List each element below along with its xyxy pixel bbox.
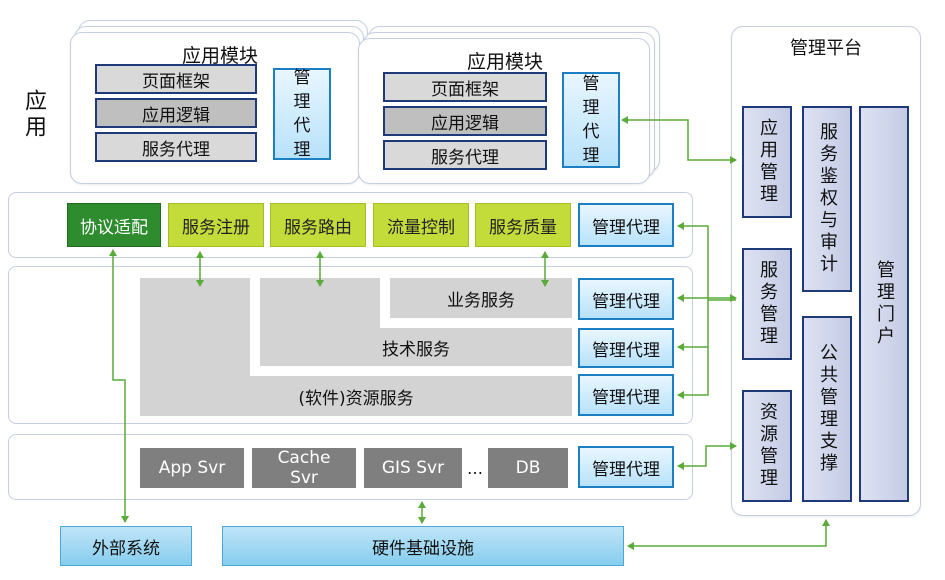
hardware-infrastructure: 硬件基础设施 (222, 526, 624, 566)
resource-gis-svr: GIS Svr (364, 448, 462, 488)
platform-title: 管理平台 (790, 38, 862, 59)
resource-ellipsis: … (467, 458, 483, 478)
bus-agent: 管理代理 (578, 203, 674, 247)
arrow-svc-agent-3 (677, 347, 709, 399)
platform-public-support: 公共管理支撑 (802, 316, 852, 502)
arrow-bus-agent (677, 222, 736, 301)
row-label-app: 应用 (21, 89, 46, 141)
app-module-a-service-proxy: 服务代理 (95, 132, 257, 162)
tech-service: 技术服务 (260, 328, 572, 366)
bus-protocol-adapter: 协议适配 (67, 203, 161, 247)
app-module-a-title: 应用模块 (181, 44, 258, 67)
platform-portal: 管理门户 (859, 106, 909, 502)
bus-service-quality: 服务质量 (475, 203, 571, 247)
bus-flow-control: 流量控制 (373, 203, 469, 247)
platform-auth-audit: 服务鉴权与审计 (802, 106, 852, 292)
service-agent-resource: 管理代理 (578, 374, 674, 416)
platform-resource-mgmt: 资源管理 (742, 390, 792, 502)
external-system: 外部系统 (60, 526, 192, 566)
arrow-infra-platform (627, 519, 830, 550)
app-module-b-app-logic: 应用逻辑 (383, 106, 547, 136)
resource-agent: 管理代理 (578, 446, 674, 488)
arrow-external (109, 249, 129, 523)
arrow-res-agent (677, 442, 737, 470)
app-module-b-service-proxy: 服务代理 (383, 140, 547, 170)
platform-app-mgmt: 应用管理 (742, 106, 792, 218)
arrow-app-agent (621, 116, 737, 164)
app-module-b-page-frame: 页面框架 (383, 72, 547, 102)
resource-service: (软件)资源服务 (140, 376, 572, 416)
bus-service-routing: 服务路由 (270, 203, 366, 247)
app-module-b-title: 应用模块 (466, 50, 543, 73)
platform-service-mgmt: 服务管理 (742, 248, 792, 360)
resource-cache-svr: Cache Svr (252, 448, 356, 488)
app-module-a-agent: 管理代理 (273, 68, 331, 160)
app-module-b-agent: 管理代理 (562, 72, 620, 168)
arrow-svc-agent-2 (677, 300, 709, 351)
resource-db: DB (488, 448, 568, 488)
app-module-a-page-frame: 页面框架 (95, 64, 257, 94)
bus-service-register: 服务注册 (168, 203, 264, 247)
resource-app-svr: App Svr (140, 448, 244, 488)
service-agent-tech: 管理代理 (578, 328, 674, 368)
service-agent-business: 管理代理 (578, 278, 674, 320)
app-module-a-app-logic: 应用逻辑 (95, 98, 257, 128)
